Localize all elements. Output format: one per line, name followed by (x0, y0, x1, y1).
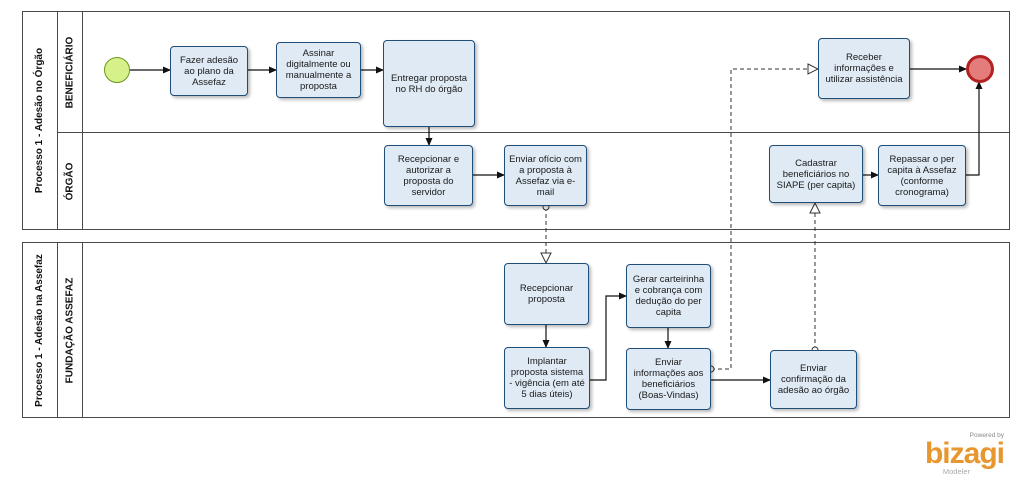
task-implantar-proposta[interactable]: Implantar proposta sistema - vigência (e… (504, 347, 590, 409)
start-event[interactable] (104, 57, 130, 83)
task-assinar-proposta[interactable]: Assinar digitalmente ou manualmente a pr… (276, 42, 361, 98)
lane-label-fundacao-assefaz: FUNDAÇÃO ASSEFAZ (57, 242, 83, 418)
flow-implantar-to-gerar (590, 292, 627, 381)
bizagi-logo: Powered by bizagi Modeler (924, 432, 1005, 476)
task-entregar-proposta[interactable]: Entregar proposta no RH do órgão (383, 40, 475, 127)
end-event[interactable] (966, 55, 994, 83)
task-gerar-carteirinha[interactable]: Gerar carteirinha e cobrança com dedução… (626, 264, 711, 328)
flow-repassar-to-end (966, 81, 983, 176)
task-cadastrar-siape[interactable]: Cadastrar beneficiários no SIAPE (per ca… (769, 145, 863, 203)
task-enviar-informacoes[interactable]: Enviar informações aos beneficiários (Bo… (626, 348, 711, 410)
task-fazer-adesao[interactable]: Fazer adesão ao plano da Assefaz (170, 46, 248, 96)
message-flow-enviar-info-to-receber (711, 69, 818, 370)
task-recepcionar-autorizar[interactable]: Recepcionar e autorizar a proposta do se… (384, 145, 473, 206)
task-enviar-confirmacao[interactable]: Enviar confirmação da adesão ao órgão (770, 350, 857, 409)
task-receber-informacoes[interactable]: Receber informações e utilizar assistênc… (818, 38, 910, 99)
lane-label-beneficiario: BENEFICIÁRIO (57, 11, 83, 133)
task-repassar-per-capita[interactable]: Repassar o per capita à Assefaz (conform… (878, 145, 966, 206)
task-enviar-oficio[interactable]: Enviar ofício com a proposta à Assefaz v… (504, 145, 587, 206)
task-recepcionar-proposta[interactable]: Recepcionar proposta (504, 263, 589, 325)
lane-label-orgao: ÓRGÃO (57, 132, 83, 230)
